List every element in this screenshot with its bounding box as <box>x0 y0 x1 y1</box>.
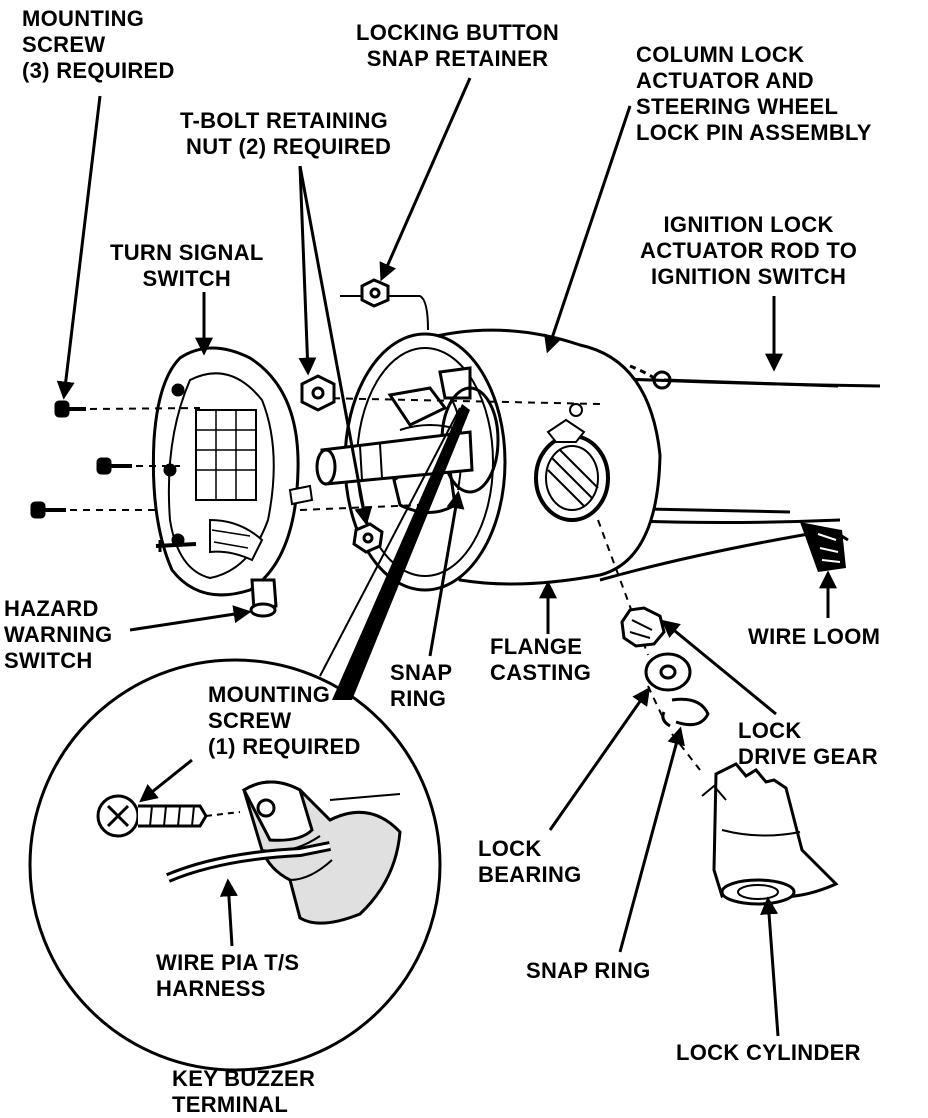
label-line: WIRE LOOM <box>748 624 881 649</box>
label-line: LOCKING BUTTON <box>356 20 560 45</box>
label-mounting-screw-3: MOUNTING SCREW (3) REQUIRED <box>22 6 175 84</box>
wire-loom-drawing <box>800 522 846 572</box>
label-snap-ring-upper: SNAP RING <box>390 660 452 712</box>
label-line: ACTUATOR AND <box>636 68 814 93</box>
snap-retainer-part <box>360 278 390 308</box>
label-line: T-BOLT RETAINING <box>180 108 389 133</box>
mounting-screws-3 <box>30 400 132 519</box>
label-line: (1) REQUIRED <box>208 734 361 759</box>
label-snap-ring-lower: SNAP RING <box>526 958 651 984</box>
ignition-actuator-rod <box>629 364 839 390</box>
label-lock-bearing: LOCK BEARING <box>478 836 582 888</box>
label-line: ACTUATOR ROD TO <box>640 238 858 263</box>
hazard-warning-knob <box>249 578 278 618</box>
label-ignition-rod: IGNITION LOCK ACTUATOR ROD TO IGNITION S… <box>640 212 857 290</box>
label-line: SNAP <box>390 660 453 685</box>
label-mounting-screw-1: MOUNTING SCREW (1) REQUIRED <box>208 682 361 760</box>
inset-wire-harness <box>166 841 331 883</box>
label-line: WARNING <box>4 622 113 647</box>
label-line: SCREW <box>22 32 106 57</box>
label-line: SCREW <box>208 708 292 733</box>
label-line: SNAP RETAINER <box>366 46 549 71</box>
label-wire-harness: WIRE PIA T/S HARNESS <box>156 950 299 1002</box>
label-line: COLUMN LOCK <box>636 42 805 67</box>
label-line: HAZARD <box>4 596 99 621</box>
label-line: STEERING WHEEL <box>636 94 839 119</box>
label-lock-drive-gear: LOCK DRIVE GEAR <box>738 718 878 770</box>
label-line: (3) REQUIRED <box>22 58 175 83</box>
label-column-lock: COLUMN LOCK ACTUATOR AND STEERING WHEEL … <box>636 42 872 146</box>
label-lock-cylinder: LOCK CYLINDER <box>676 1040 861 1066</box>
label-line: BEARING <box>478 862 582 887</box>
assembly-lines <box>70 295 701 771</box>
label-flange-casting: FLANGE CASTING <box>490 634 591 686</box>
label-key-buzzer: KEY BUZZER TERMINAL <box>172 1066 315 1118</box>
label-line: LOCK <box>478 836 542 861</box>
label-tbolt-nut: T-BOLT RETAINING NUT (2) REQUIRED <box>180 108 391 160</box>
turn-signal-switch-drawing <box>151 346 314 597</box>
label-line: FLANGE <box>490 634 583 659</box>
label-line: IGNITION SWITCH <box>651 264 847 289</box>
label-turn-signal: TURN SIGNAL SWITCH <box>110 240 264 292</box>
label-line: SNAP RING <box>526 958 651 983</box>
turn-signal-wire <box>155 542 197 548</box>
detail-inset <box>28 404 470 1072</box>
label-line: IGNITION LOCK <box>663 212 834 237</box>
label-line: HARNESS <box>156 976 266 1001</box>
label-line: SWITCH <box>4 648 93 673</box>
inset-mounting-screw <box>96 794 208 838</box>
label-line: TERMINAL <box>172 1092 289 1117</box>
label-line: TURN SIGNAL <box>110 240 264 265</box>
lock-drive-gear-part <box>620 606 666 648</box>
label-line: MOUNTING <box>208 682 331 707</box>
label-line: LOCK <box>738 718 802 743</box>
label-line: NUT (2) REQUIRED <box>186 134 392 159</box>
flange-casting-drawing <box>343 328 662 592</box>
lock-cylinder-part <box>701 762 839 906</box>
label-line: CASTING <box>490 660 592 685</box>
label-line: DRIVE GEAR <box>738 744 878 769</box>
label-line: WIRE PIA T/S <box>156 950 300 975</box>
leader-lines <box>56 77 837 1037</box>
label-wire-loom: WIRE LOOM <box>748 624 880 650</box>
lock-bearing-part <box>644 652 692 692</box>
label-line: KEY BUZZER <box>172 1066 316 1091</box>
label-line: LOCK PIN ASSEMBLY <box>636 120 872 145</box>
label-hazard-switch: HAZARD WARNING SWITCH <box>4 596 112 674</box>
label-line: RING <box>390 686 447 711</box>
label-line: SWITCH <box>142 266 232 291</box>
label-locking-button: LOCKING BUTTON SNAP RETAINER <box>356 20 559 72</box>
label-line: LOCK CYLINDER <box>676 1040 861 1065</box>
label-line: MOUNTING <box>22 6 145 31</box>
snap-ring-lower-part <box>661 697 710 728</box>
